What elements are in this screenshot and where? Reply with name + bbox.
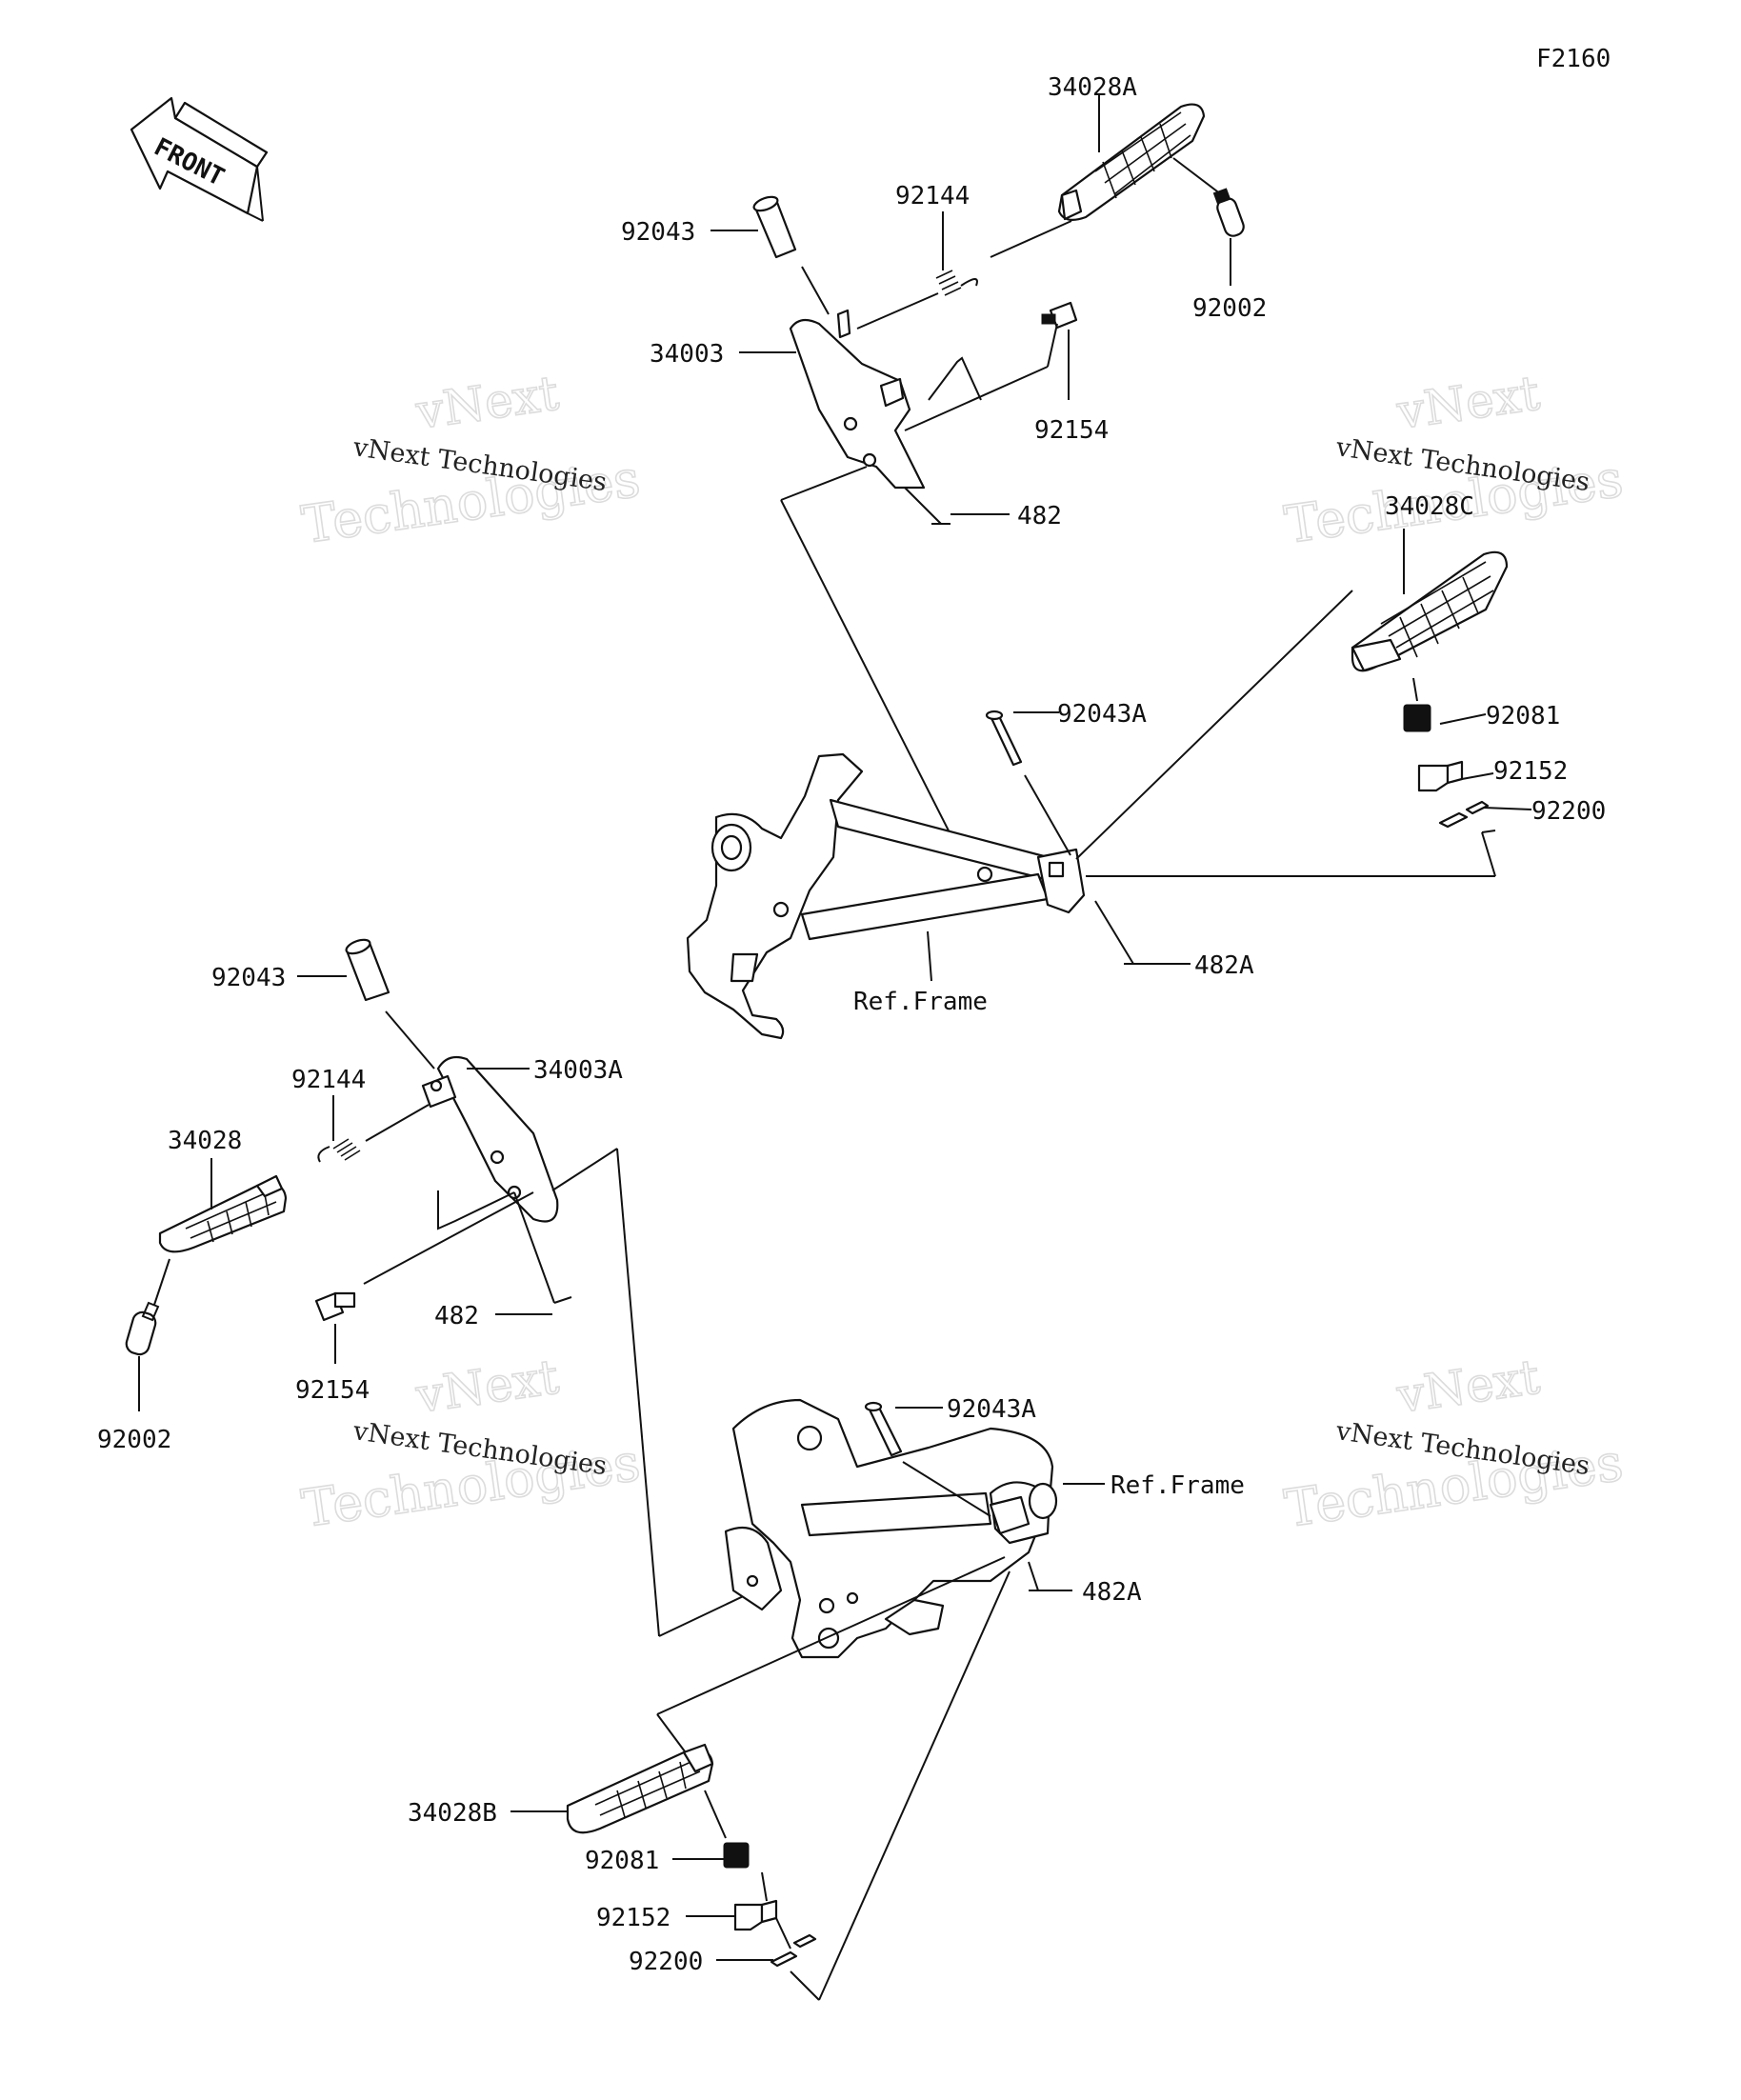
- svg-text:vNext: vNext: [412, 366, 562, 440]
- callout-92154-top: 92154: [1034, 416, 1109, 445]
- watermark-top-left: vNext Technologies vNext Technologies: [297, 365, 644, 556]
- callout-92081-right: 92081: [1486, 702, 1560, 730]
- clip-92200-right: [1438, 800, 1490, 829]
- callout-34028c: 34028C: [1385, 492, 1474, 521]
- svg-text:vNext: vNext: [412, 1350, 562, 1424]
- callout-92043a-left: 92043A: [947, 1395, 1036, 1424]
- pin-92043a-left: [864, 1401, 903, 1457]
- callout-482-left: 482: [434, 1302, 479, 1330]
- pin-92043-left: [345, 938, 390, 1002]
- pin-92043-top: [752, 195, 797, 259]
- spring-92081-left: [723, 1842, 750, 1869]
- callout-34003a: 34003A: [533, 1056, 623, 1085]
- callout-ref-frame-lower: Ref.Frame: [1111, 1471, 1245, 1500]
- watermark-bottom-right: vNext Technologies vNext Technologies: [1280, 1349, 1627, 1540]
- cap-92002-top: [1212, 188, 1245, 237]
- callout-92152-right: 92152: [1493, 757, 1568, 786]
- washer-92152-left: [733, 1899, 778, 1931]
- callout-92002-top: 92002: [1192, 294, 1267, 323]
- footpeg-34028c: [1351, 550, 1509, 672]
- callout-34028: 34028: [168, 1127, 242, 1155]
- callout-34028a: 34028A: [1048, 73, 1137, 102]
- rear-frame-upper: [686, 752, 1086, 1040]
- footpeg-34028b: [566, 1743, 714, 1834]
- callout-482a-right: 482A: [1194, 951, 1254, 980]
- bracket-34003: [789, 309, 926, 490]
- callout-92043-top: 92043: [621, 218, 695, 247]
- watermark-top-right: vNext Technologies vNext Technologies: [1280, 365, 1627, 556]
- clip-92200-left: [770, 1933, 817, 1968]
- pin-92043a-right: [985, 710, 1023, 767]
- callout-482a-left: 482A: [1082, 1578, 1142, 1607]
- spring-92144-left: [317, 1138, 361, 1163]
- callout-92154-left: 92154: [295, 1376, 370, 1405]
- svg-text:vNext: vNext: [1393, 366, 1543, 440]
- callout-34028b: 34028B: [408, 1799, 497, 1828]
- washer-92152-right: [1417, 760, 1464, 792]
- callout-92200-right: 92200: [1531, 797, 1606, 826]
- bolt-92154-top: [1041, 301, 1078, 330]
- spring-92144-top: [935, 270, 978, 296]
- callout-92043a-right: 92043A: [1057, 700, 1147, 729]
- callout-ref-frame-upper: Ref.Frame: [853, 988, 988, 1016]
- footpeg-34028a: [1057, 103, 1206, 222]
- bolt-92154-left: [314, 1291, 356, 1322]
- callout-92002-left: 92002: [97, 1426, 171, 1454]
- rear-frame-lower: [724, 1398, 1058, 1659]
- front-arrow-icon: FRONT: [130, 96, 269, 222]
- callout-92081-left: 92081: [585, 1847, 659, 1875]
- callout-34003: 34003: [650, 340, 724, 369]
- footpeg-34028: [158, 1174, 288, 1253]
- spring-92081-right: [1403, 704, 1431, 732]
- svg-text:vNext: vNext: [1393, 1350, 1543, 1424]
- cap-92002-left: [125, 1301, 160, 1356]
- diagram-code: F2160: [1536, 45, 1611, 73]
- callout-92144-left: 92144: [291, 1066, 366, 1094]
- callout-92144-top: 92144: [895, 182, 970, 210]
- bracket-34003a: [421, 1055, 559, 1223]
- callout-92200-left: 92200: [629, 1948, 703, 1976]
- callout-482-top: 482: [1017, 502, 1062, 530]
- callout-92152-left: 92152: [596, 1904, 670, 1932]
- callout-92043-left: 92043: [211, 964, 286, 992]
